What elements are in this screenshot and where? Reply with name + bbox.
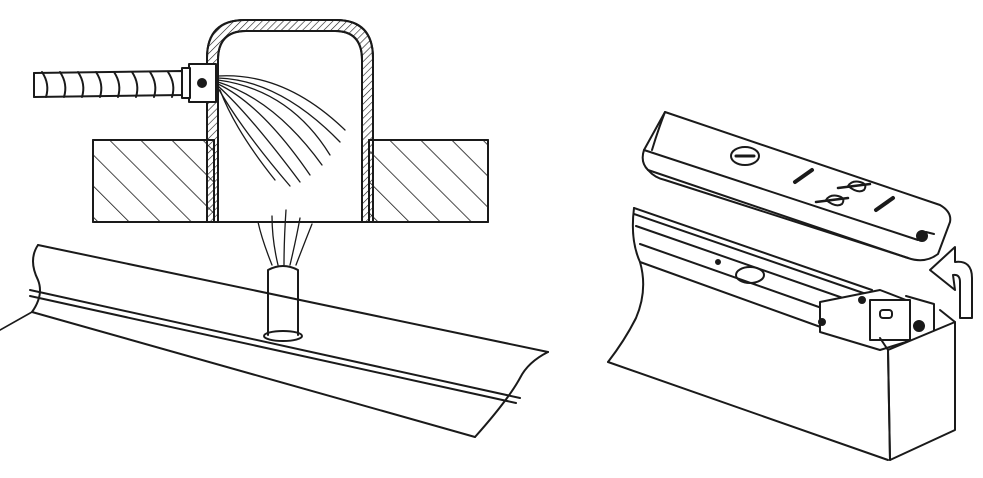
junction-box bbox=[206, 19, 374, 223]
mounting-bracket bbox=[818, 289, 935, 351]
fixture-end-box bbox=[607, 309, 956, 461]
left-panel-ceiling-box bbox=[0, 19, 549, 438]
right-panel-end-cap bbox=[607, 111, 973, 461]
wires-to-fixture bbox=[257, 209, 313, 266]
conduit-thread bbox=[41, 71, 175, 98]
conduit-gland bbox=[33, 63, 217, 103]
insert-arrow-icon bbox=[929, 246, 973, 319]
ceiling-slab bbox=[92, 139, 489, 223]
wires-in-box bbox=[217, 75, 346, 187]
fixture-rail bbox=[607, 207, 873, 363]
cable-sleeve bbox=[263, 265, 303, 342]
end-cap bbox=[641, 111, 952, 262]
fixture-profile-left bbox=[0, 244, 549, 438]
